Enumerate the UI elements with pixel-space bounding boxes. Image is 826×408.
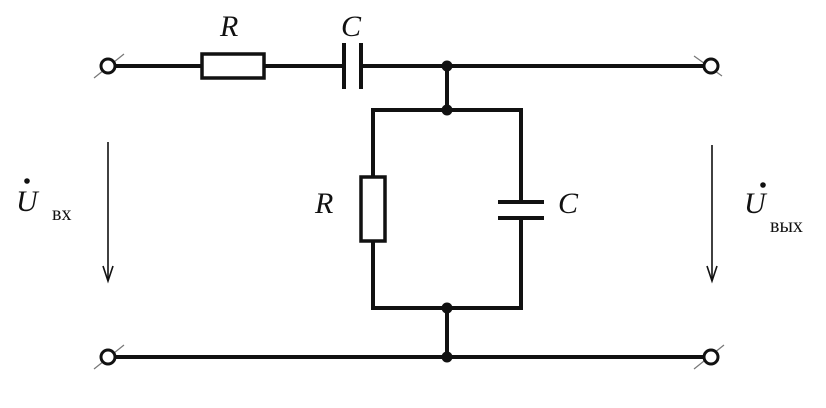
output-voltage-arrow-head [706,265,718,284]
terminal-output-bottom [702,348,720,366]
parallel-resistor [359,175,387,243]
output-voltage-symbol: U [744,187,768,220]
junction-bottom-parallel [441,302,453,314]
terminal-input-bottom [99,348,117,366]
input-voltage-arrow-head [102,265,114,284]
junction-bottom-main [441,351,453,363]
output-voltage-dot [760,182,766,188]
parallel-capacitor-label: C [558,187,579,220]
input-voltage-subscript: вх [52,203,71,225]
terminal-output-top [702,57,720,75]
input-voltage-dot [24,178,30,184]
output-voltage-subscript: вых [770,215,803,237]
input-voltage-symbol: U [16,185,40,218]
parallel-resistor-label: R [314,187,333,220]
series-resistor [200,52,266,80]
junction-top-parallel [441,104,453,116]
series-resistor-label: R [219,10,238,43]
junction-top-main [441,60,453,72]
terminal-input-top [99,57,117,75]
series-capacitor-label: C [341,10,362,43]
